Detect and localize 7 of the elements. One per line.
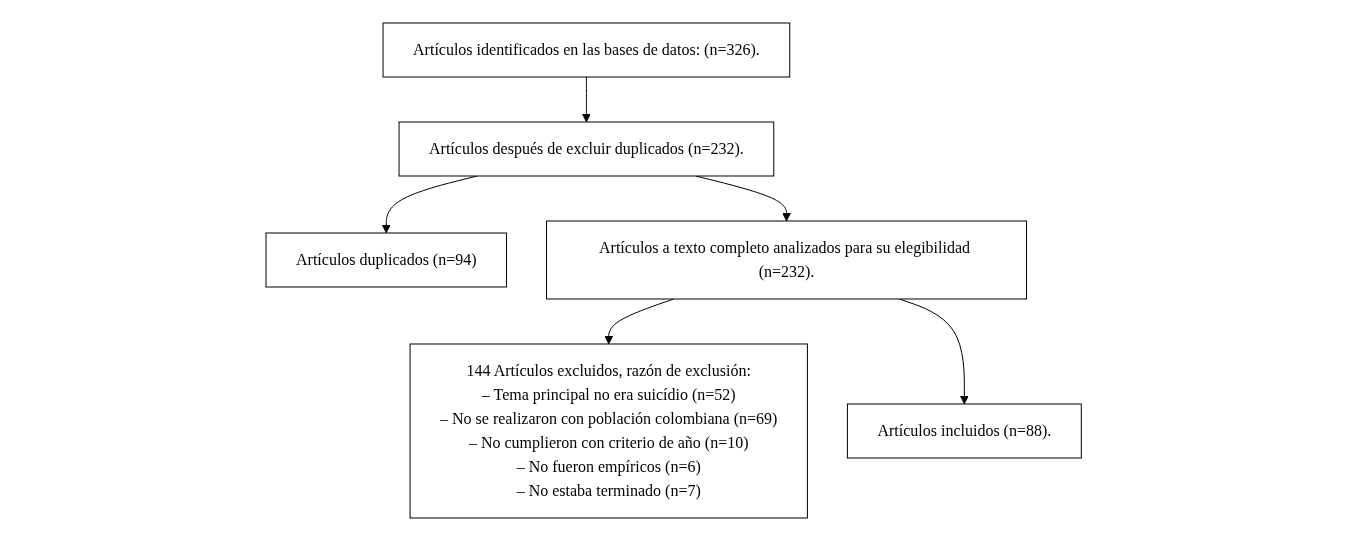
node-box: Artículos duplicados (n=94) [265,232,507,287]
node-box: Artículos después de excluir duplicados (n=232). [398,121,775,176]
node-box: 144 Artículos excluidos, razón de exclusión: – Tema principal no era suicídio (n=52) – No se realizaron con población colombiana (n=69) – No cumplieron con criterio de año (n=10) – No fueron empíricos (n=6) – No estaba terminado (n=7) [409,343,808,518]
node-box: Artículos a texto completo analizados para su elegibilidad (n=232). [545,220,1027,299]
node-box: Artículos identificados en las bases de datos: (n=326). [382,22,791,77]
node-box: Artículos incluidos (n=88). [846,403,1082,458]
arrow [581,76,591,122]
